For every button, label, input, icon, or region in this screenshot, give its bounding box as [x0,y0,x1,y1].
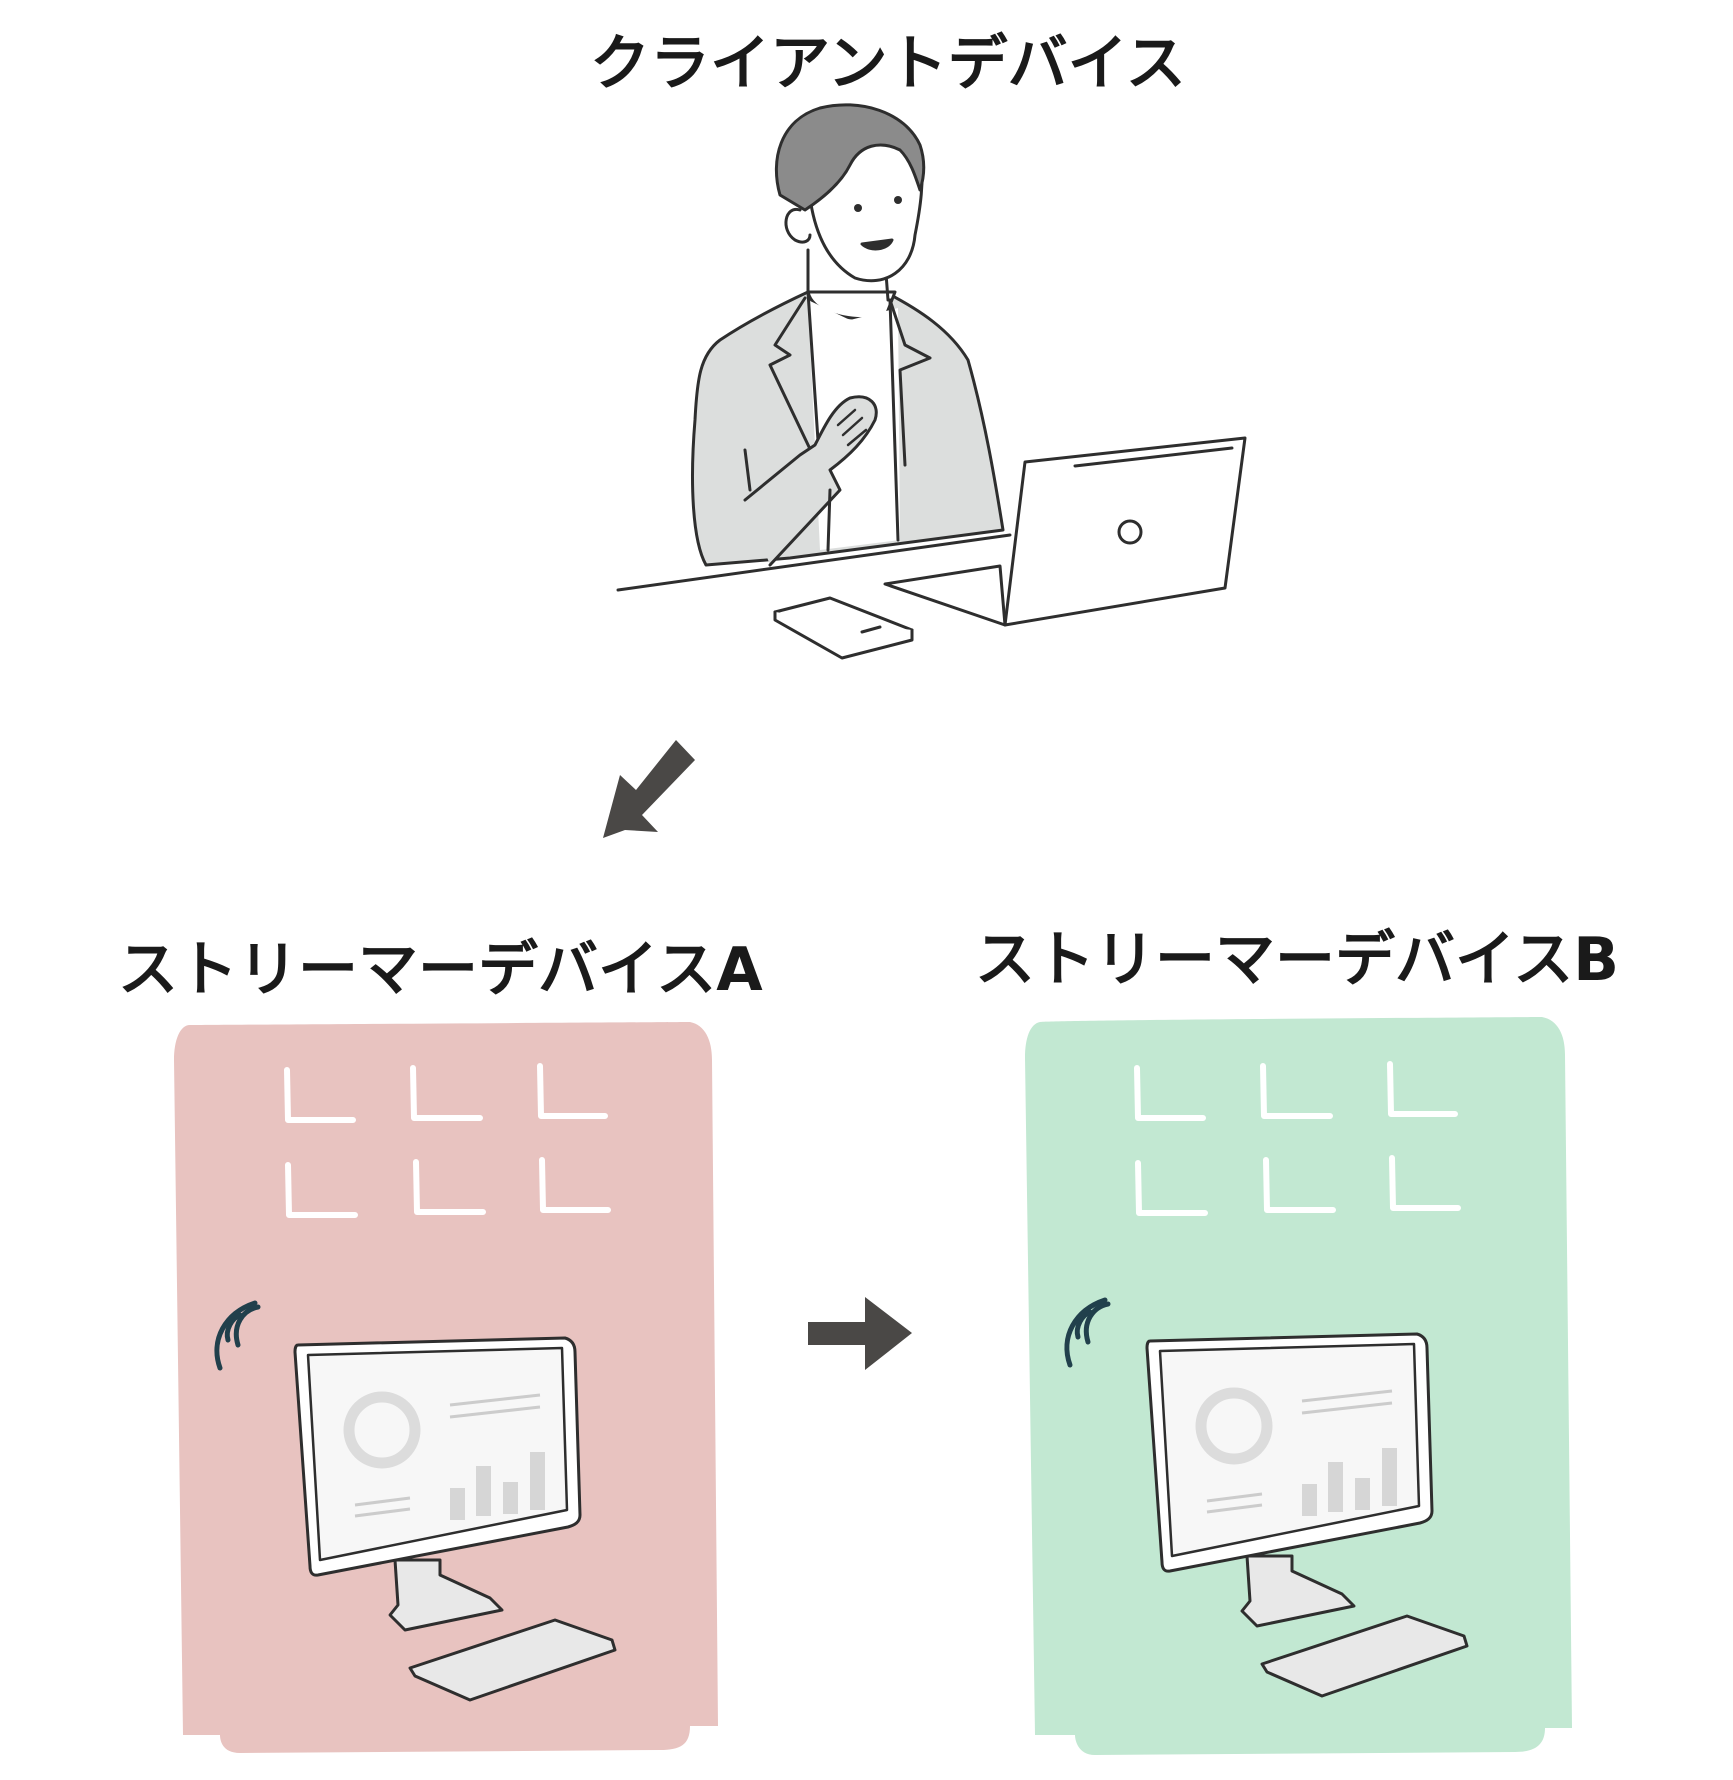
arrow-down-left-icon [603,740,695,838]
streamer-device-a-panel [174,1022,718,1753]
wifi-signal-icon [214,1300,261,1371]
streamer-device-b-title: ストリーマーデバイスB [975,925,1619,995]
client-person-illustration [616,103,1247,660]
monitor-screen-content [343,1391,545,1520]
streamer-b-marks [1134,1061,1461,1216]
arrow-right-icon [808,1297,912,1370]
streamer-a-marks [284,1063,611,1218]
streamer-device-b-panel [1025,1017,1572,1755]
streamer-device-a-title: ストリーマーデバイスA [118,935,763,1005]
wifi-signal-icon [1064,1297,1111,1368]
client-device-title: クライアントデバイス [590,29,1186,99]
monitor-screen-content [1195,1387,1397,1516]
